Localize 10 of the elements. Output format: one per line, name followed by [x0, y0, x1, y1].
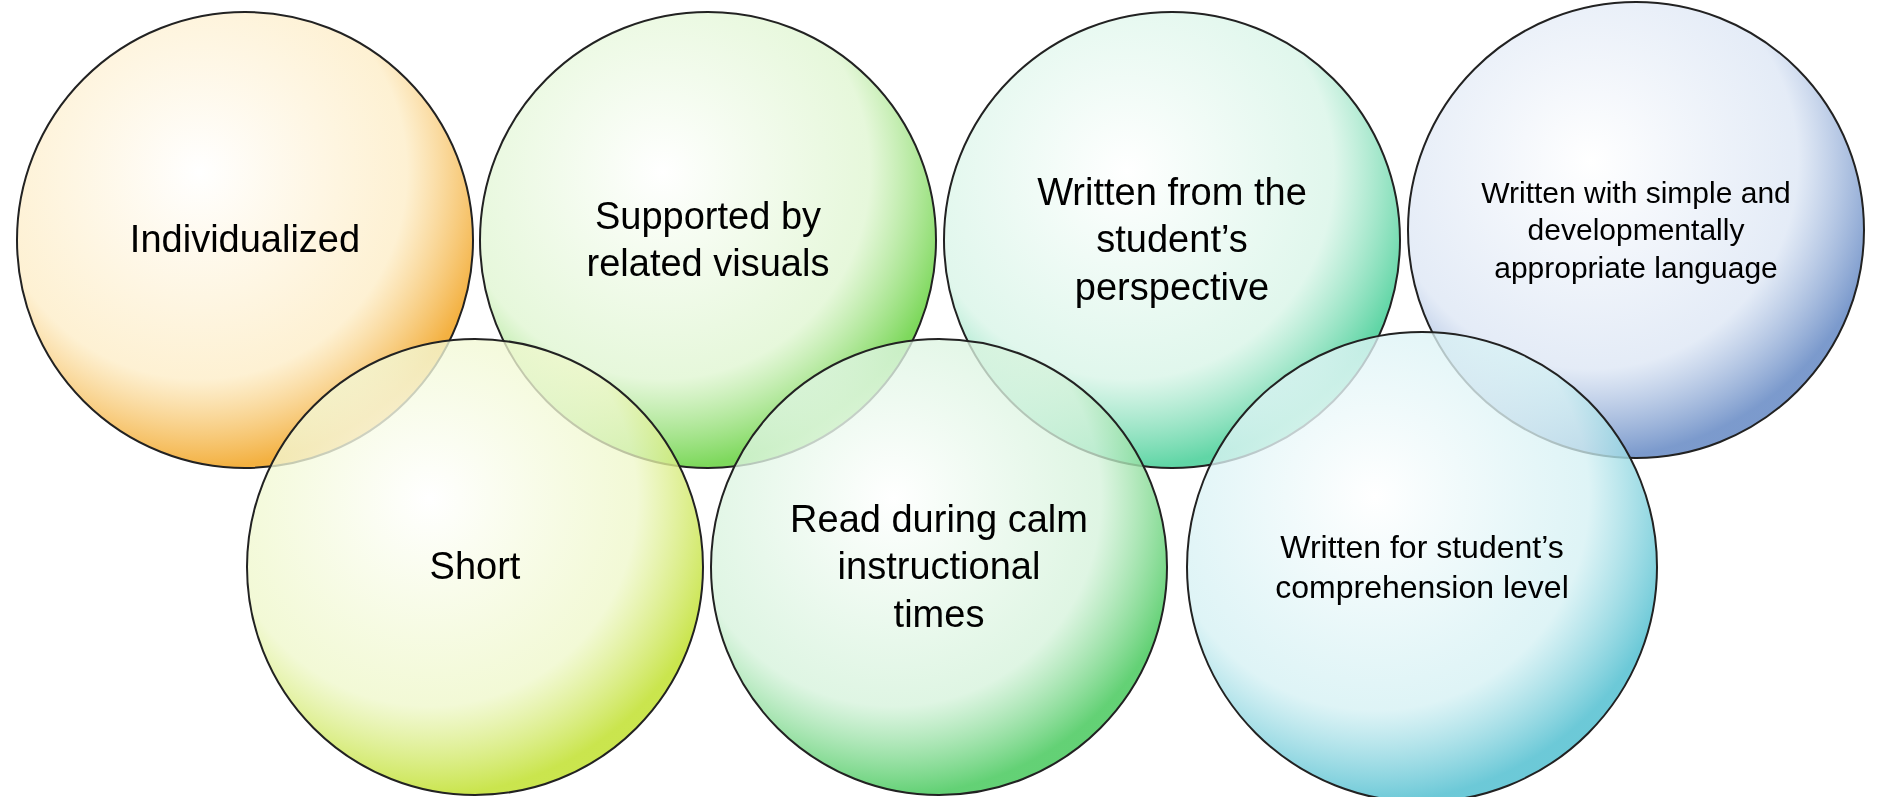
circle-label: Supported by related visuals	[585, 193, 831, 286]
circle-label: Written with simple and developmentally appropriate language	[1480, 174, 1792, 286]
circle-label: Individualized	[129, 217, 361, 263]
circle-label: Written for student’s comprehension level	[1274, 528, 1570, 607]
circle	[710, 338, 1168, 796]
circle	[246, 338, 704, 796]
circle-label: Short	[429, 544, 521, 590]
circle-label: Read during calm instructional times	[789, 496, 1089, 637]
circle	[16, 11, 474, 469]
circle-label: Written from the student’s perspective	[1036, 169, 1308, 310]
